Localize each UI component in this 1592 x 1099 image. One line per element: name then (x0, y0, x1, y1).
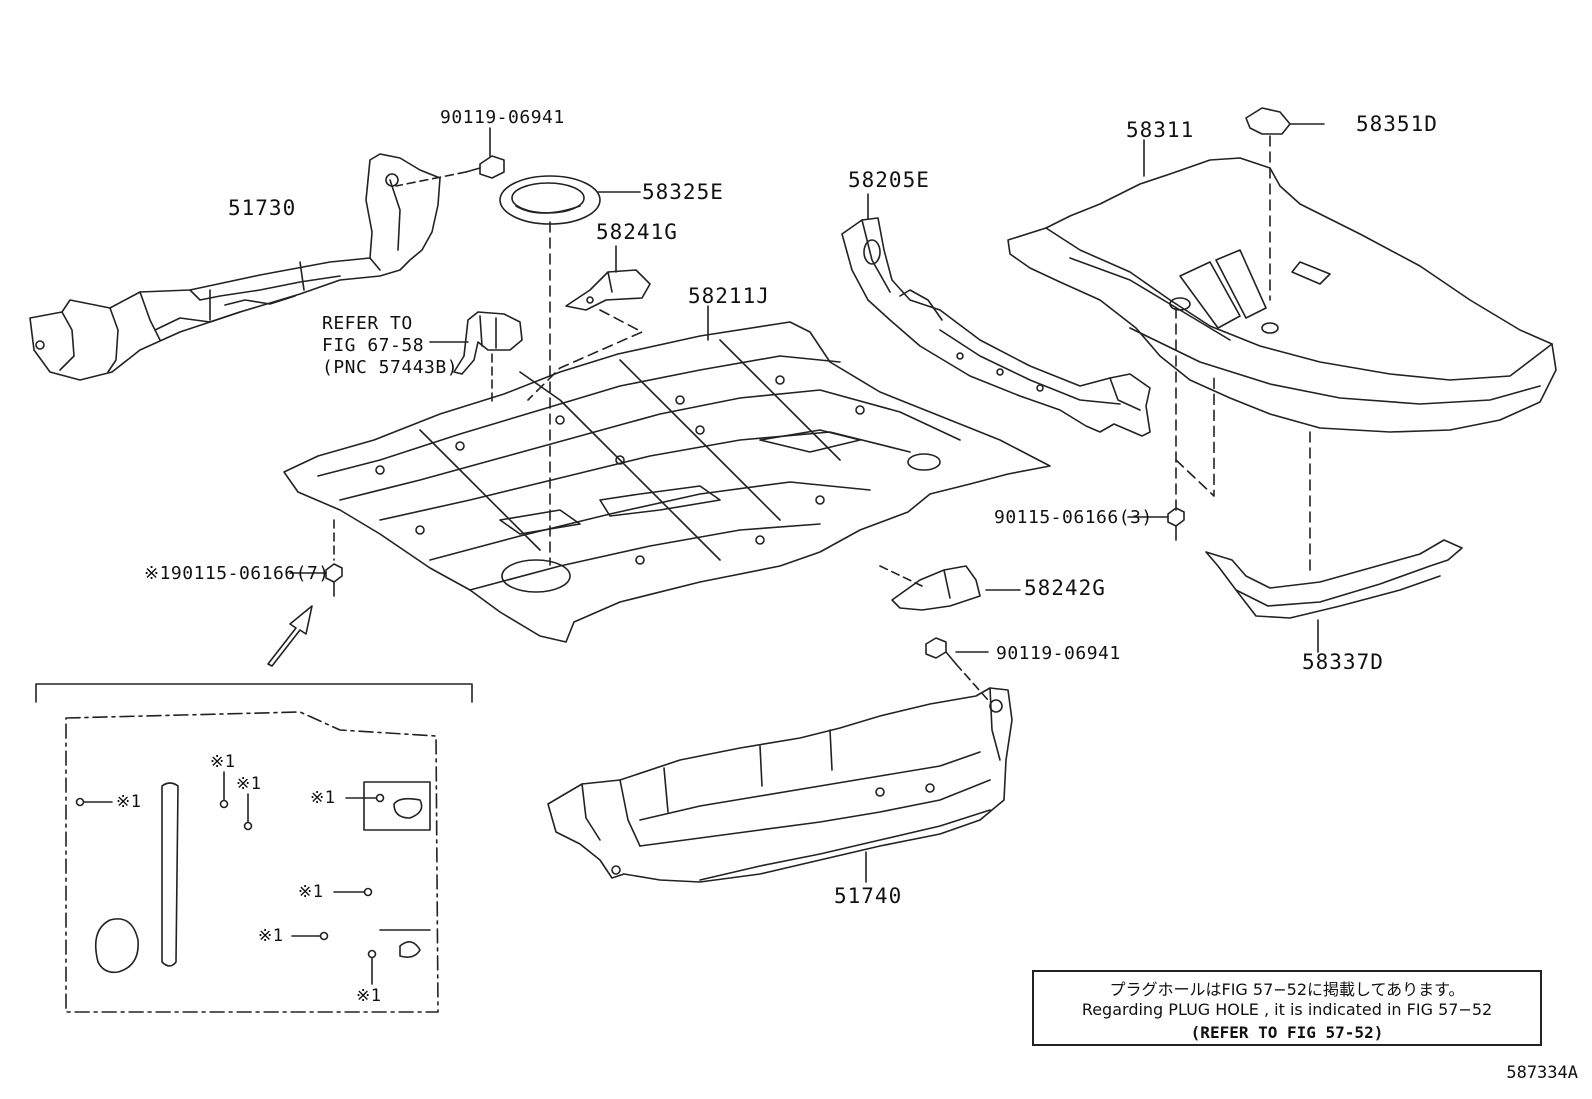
bolt-90115-7-icon (289, 563, 343, 597)
inset-mark-2: ※1 (210, 752, 236, 772)
inset-mark-6: ※1 (258, 926, 284, 946)
label-51740: 51740 (834, 884, 903, 908)
asterisk-mark: ※1 (144, 563, 171, 584)
label-90119-06941-bottom: 90119-06941 (996, 643, 1121, 664)
part-58351D-bracket (1245, 107, 1325, 135)
plug-hole-note: プラグホールはFIG 57−52に掲載してあります。 Regarding PLU… (1032, 970, 1542, 1046)
inset-mark-5: ※1 (298, 882, 324, 902)
bolt-90119-top-icon (395, 127, 505, 187)
label-58241G: 58241G (596, 220, 678, 244)
inset-mark-7: ※1 (356, 986, 382, 1006)
part-58211J-floor-panel (283, 305, 1051, 643)
label-90115-06166-3: 90115-06166(3) (994, 507, 1153, 528)
refer-line-2: FIG 67-58 (322, 335, 425, 356)
refer-line-3: (PNC 57443B) (322, 357, 459, 378)
label-58325E: 58325E (642, 180, 724, 204)
inset-detail-frame (35, 683, 473, 1013)
part-58205E-crossmember (841, 193, 1151, 437)
label-90119-06941-top: 90119-06941 (440, 107, 565, 128)
inset-mark-4: ※1 (310, 788, 336, 808)
part-58242G-bracket (879, 565, 1021, 611)
inset-mark-1: ※1 (116, 792, 142, 812)
label-90115-06166-7-text: 90115-06166(7) (170, 563, 330, 584)
document-id: 587334A (1506, 1063, 1578, 1083)
label-58211J: 58211J (688, 284, 770, 308)
bolt-90115-3-icon (1127, 507, 1185, 541)
note-refer: (REFER TO FIG 57-52) (1190, 1023, 1384, 1042)
label-58242G: 58242G (1024, 576, 1106, 600)
view-arrow-icon (267, 605, 313, 667)
note-en: Regarding PLUG HOLE , it is indicated in… (1081, 1000, 1493, 1019)
label-58311: 58311 (1126, 118, 1195, 142)
part-51730-member (29, 153, 441, 381)
note-jp: プラグホールはFIG 57−52に掲載してあります。 (1109, 980, 1465, 999)
label-58337D: 58337D (1302, 650, 1384, 674)
label-51730: 51730 (228, 196, 297, 220)
label-90115-06166-7: ※190115-06166(7) (144, 564, 330, 584)
part-58325E-plate (499, 175, 641, 566)
part-58241G-bracket (527, 245, 651, 401)
label-58205E: 58205E (848, 168, 930, 192)
label-58351D: 58351D (1356, 112, 1438, 136)
refer-line-1: REFER TO (322, 313, 413, 334)
part-58311-rear-floor (1007, 135, 1557, 571)
part-51740-member (547, 687, 1013, 883)
bolt-90119-bottom-icon (925, 637, 989, 701)
inset-mark-3: ※1 (236, 774, 262, 794)
part-57443B-bracket (429, 311, 523, 405)
part-58337D-rear-trim (1205, 539, 1463, 653)
